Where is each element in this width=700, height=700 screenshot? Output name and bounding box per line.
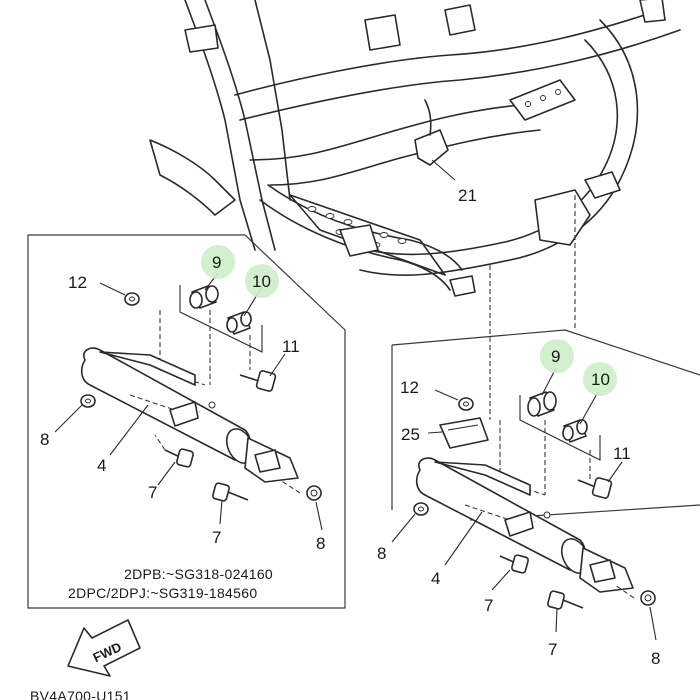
left-bolt-mid	[164, 448, 194, 468]
callout-4-left: 4	[97, 456, 106, 475]
callout-10-right: 10	[591, 370, 610, 389]
highlight-10-left	[245, 264, 279, 298]
frame-assembly	[149, 0, 681, 297]
callout-10-left: 10	[252, 272, 271, 291]
callout-4-right: 4	[431, 569, 440, 588]
callout-11-left: 11	[282, 337, 300, 356]
callout-8-left-upper: 8	[40, 430, 49, 449]
callout-21: 21	[458, 186, 477, 205]
callout-7-left-mid: 7	[148, 483, 157, 502]
callout-25-right: 25	[401, 425, 420, 444]
fwd-arrow-icon: FWD	[67, 619, 141, 677]
serial-note-2: 2DPC/2DPJ:~SG319-184560	[68, 585, 257, 601]
callout-8-right-nut: 8	[651, 649, 660, 668]
right-bolt-low	[547, 590, 584, 610]
serial-note-1: 2DPB:~SG318-024160	[124, 566, 273, 582]
highlight-10-right	[583, 362, 617, 396]
callout-9-left: 9	[212, 253, 221, 272]
left-bolt-upper	[239, 370, 277, 392]
right-nut	[640, 590, 656, 606]
left-collar-large	[189, 285, 219, 309]
right-collar-large	[527, 391, 557, 417]
diagram-code: BV4A700-U151	[30, 688, 131, 700]
callout-7-right-mid: 7	[484, 596, 493, 615]
right-damper	[439, 417, 489, 449]
right-bolt-upper	[577, 477, 613, 499]
right-bolt-mid	[499, 554, 529, 574]
left-bolt-low	[212, 482, 249, 502]
right-muffler	[415, 457, 634, 593]
left-nut	[306, 485, 322, 501]
left-panel-border	[27, 234, 346, 609]
callout-11-right: 11	[613, 444, 631, 463]
callout-9-right: 9	[551, 347, 560, 366]
left-muffler	[80, 347, 299, 483]
right-collar-small	[562, 419, 588, 443]
left-collar-small	[226, 311, 252, 335]
callout-12-right: 12	[400, 378, 419, 397]
right-detail-panel	[391, 195, 700, 641]
callout-7-right-low: 7	[548, 640, 557, 659]
left-detail-panel	[27, 234, 346, 609]
callout-8-right-upper: 8	[377, 544, 386, 563]
callout-12-left: 12	[68, 273, 87, 292]
callout-7-left-low: 7	[212, 528, 221, 547]
callout-8-left-nut: 8	[316, 534, 325, 553]
highlight-9-right	[540, 339, 574, 373]
highlight-9-left	[201, 245, 235, 279]
